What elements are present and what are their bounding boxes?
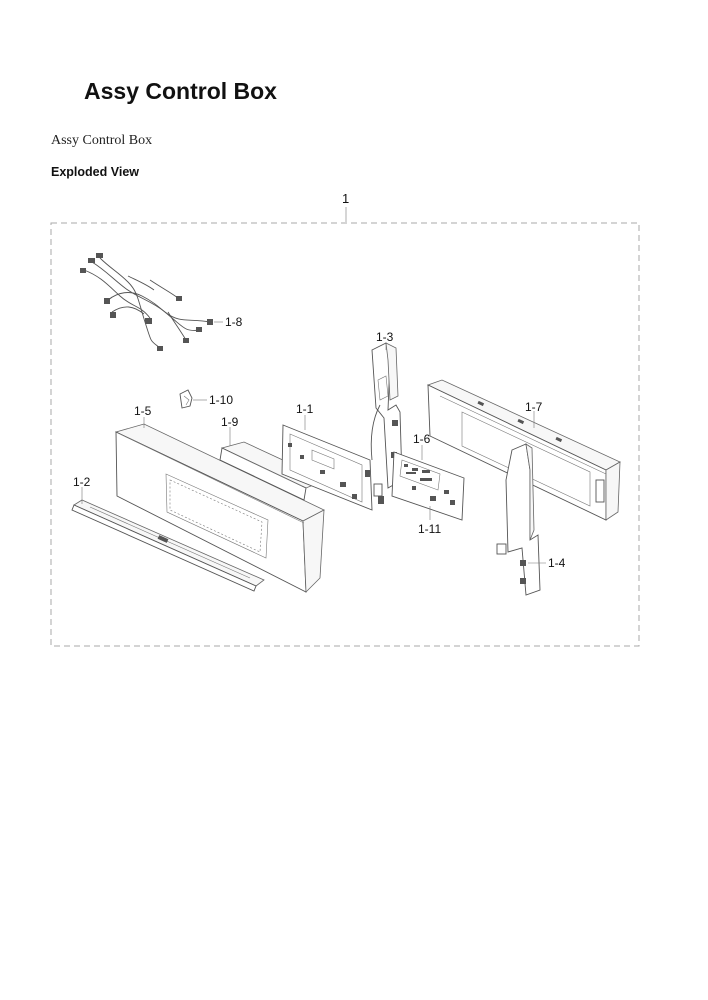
bottom-trim [71, 499, 265, 592]
svg-text:1-11: 1-11 [418, 522, 441, 536]
svg-text:1-4: 1-4 [548, 556, 566, 570]
callout-1-10: 1-10 [193, 393, 233, 407]
clip [179, 389, 193, 409]
subtitle: Assy Control Box [51, 133, 153, 148]
callout-1-9: 1-9 [221, 415, 239, 446]
svg-text:1-8: 1-8 [225, 315, 243, 329]
page-title: Assy Control Box [84, 78, 277, 104]
callout-1-6: 1-6 [413, 432, 431, 460]
section-heading: Exploded View [51, 165, 139, 179]
control-panel [114, 423, 325, 593]
svg-text:1-9: 1-9 [221, 415, 239, 429]
callout-1-5: 1-5 [134, 404, 152, 428]
main-pcb [281, 424, 384, 511]
svg-text:1-6: 1-6 [413, 432, 431, 446]
svg-text:1-1: 1-1 [296, 402, 314, 416]
callout-1-11: 1-11 [418, 506, 441, 536]
svg-text:1-10: 1-10 [209, 393, 233, 407]
display-pcb [391, 451, 465, 521]
svg-text:1-3: 1-3 [376, 330, 394, 344]
wire-harness [80, 253, 213, 351]
callout-1-2: 1-2 [73, 475, 91, 504]
callout-1-7: 1-7 [525, 400, 543, 428]
assembly-label: 1 [342, 191, 349, 206]
callout-1-4: 1-4 [528, 556, 566, 570]
callout-1-8: 1-8 [214, 315, 243, 329]
svg-text:1-7: 1-7 [525, 400, 543, 414]
right-bracket [496, 443, 541, 596]
callout-1-3: 1-3 [376, 330, 394, 350]
svg-text:1-2: 1-2 [73, 475, 91, 489]
assembly-boundary [50, 222, 640, 647]
callout-1-1: 1-1 [296, 402, 314, 430]
svg-text:1-5: 1-5 [134, 404, 152, 418]
